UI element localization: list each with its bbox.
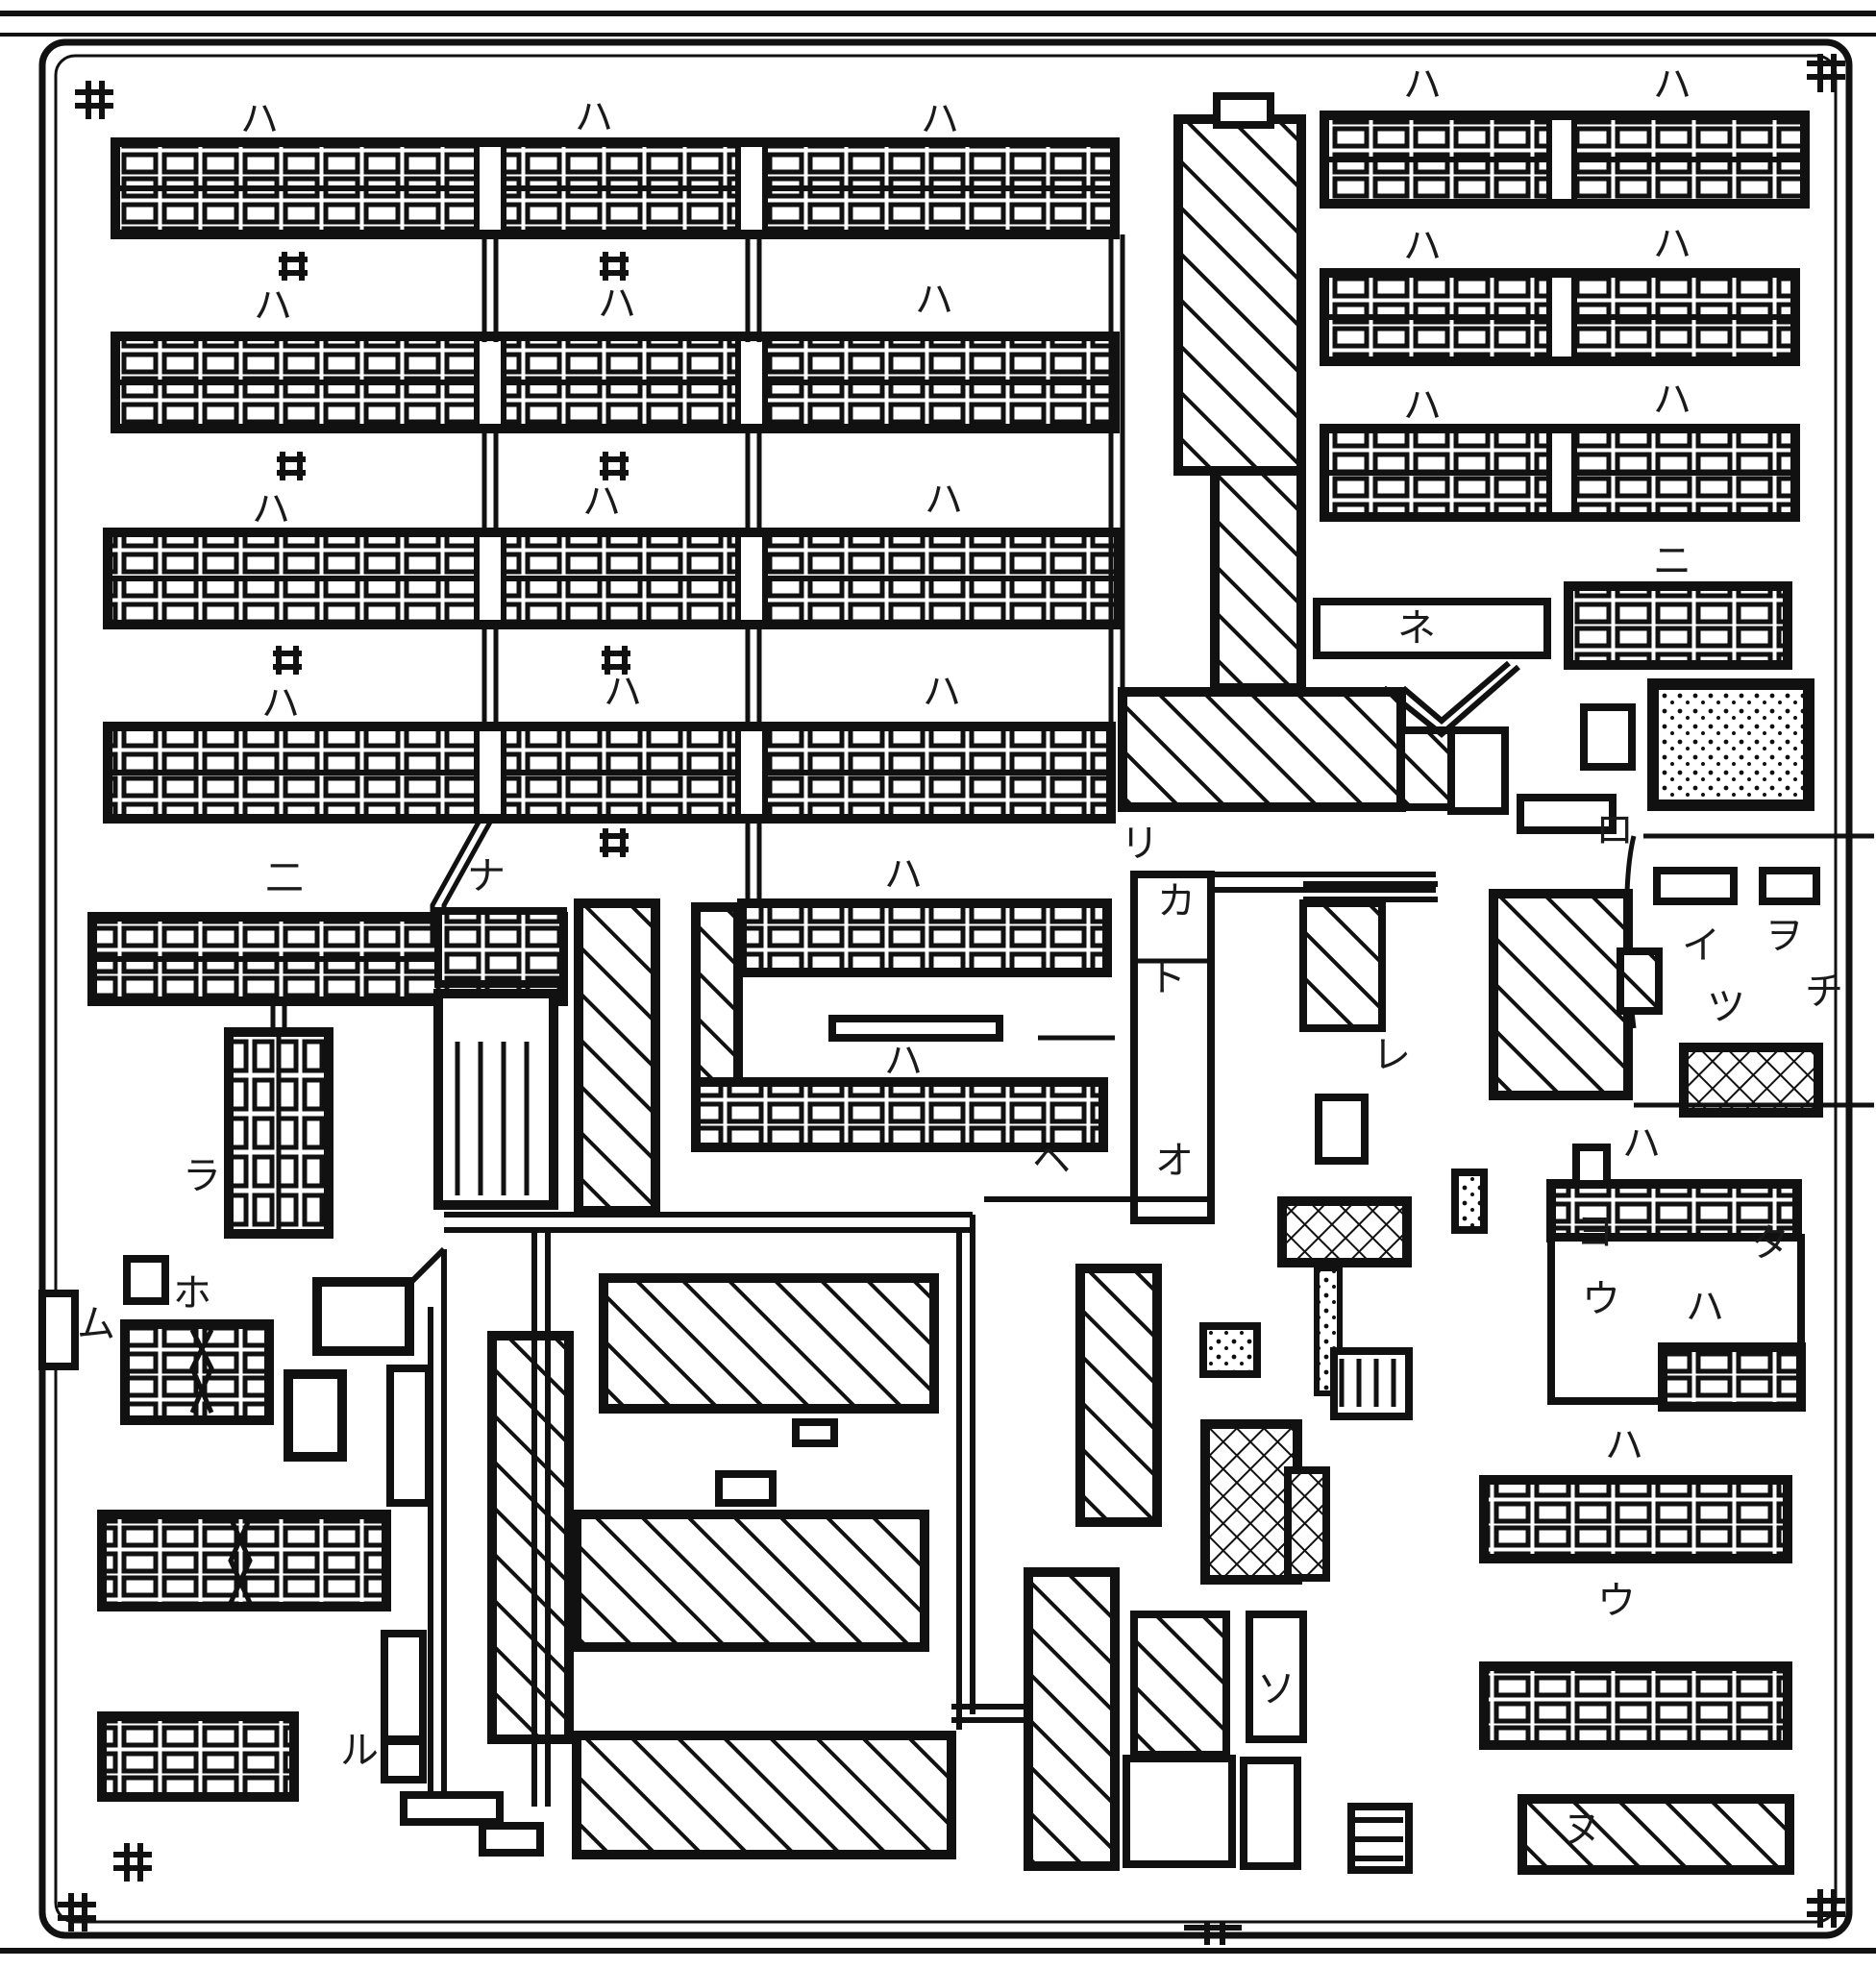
label-ha: ハ — [575, 95, 613, 139]
building-ne — [1313, 598, 1551, 815]
barracks-right-1 — [1320, 111, 1810, 209]
label-ha: ハ — [1605, 1423, 1643, 1467]
label-ha: ハ — [254, 283, 292, 328]
building-ru — [312, 1246, 544, 1857]
barracks-right-2 — [1320, 268, 1800, 366]
building-yo-ta — [1546, 1144, 1806, 1412]
label-ho: ホ — [173, 1271, 211, 1316]
dotted-block-ro — [1517, 678, 1814, 834]
label-so: ソ — [1257, 1667, 1296, 1711]
label-nu: ヌ — [1563, 1808, 1601, 1852]
building-re — [1299, 881, 1663, 1165]
label-ha: ハ — [582, 480, 621, 524]
dotted-block-mid — [1277, 1168, 1488, 1420]
plan-labels: ハ ハ ハ ハ ハ ハ ハ ハ ハ ハ ハ ハ ハ ハ 二 ナ ラ ホ ム ル … — [77, 62, 1843, 1852]
label-ha: ハ — [252, 487, 290, 531]
label-chi: チ — [1805, 970, 1843, 1014]
label-ha: ハ — [923, 670, 961, 714]
label-na: ナ — [467, 854, 506, 898]
label-ri: リ — [1121, 822, 1159, 866]
building-left-lower-2 — [97, 1711, 299, 1802]
building-left-lower-1 — [97, 1510, 391, 1611]
label-ha: ハ — [884, 852, 923, 897]
label-ni-kanji: 二 — [265, 856, 304, 900]
label-ha: ハ — [1622, 1121, 1661, 1166]
outer-frame — [0, 11, 1876, 1954]
label-ha: ハ — [915, 278, 953, 322]
hatched-wing-left — [433, 898, 660, 1216]
barracks-right-lower-1 — [1479, 1475, 1792, 1563]
corridors — [270, 234, 1125, 1030]
label-ha: ハ — [1653, 378, 1691, 422]
label-ha: ハ — [240, 97, 279, 141]
label-ha: ハ — [1403, 62, 1442, 107]
label-re: レ — [1372, 1033, 1411, 1077]
label-ro: ロ — [1595, 808, 1634, 852]
label-ha: ハ — [925, 478, 963, 522]
label-wo: ヲ — [1765, 914, 1803, 958]
corridor-frame-center — [444, 1212, 1028, 1807]
label-ha: ハ — [598, 282, 636, 326]
label-ha: ハ — [1403, 383, 1442, 428]
gate-mark-icon — [273, 252, 1242, 1945]
label-ha: ハ — [884, 1039, 923, 1083]
label-ha: ハ — [1653, 62, 1691, 107]
barracks-right-ni — [1564, 581, 1792, 670]
label-u: ウ — [1597, 1579, 1636, 1623]
label-ra: ラ — [183, 1154, 221, 1198]
barracks-right-3 — [1320, 424, 1800, 522]
building-ho — [120, 1255, 347, 1462]
label-ta: タ — [1751, 1221, 1790, 1266]
center-u-building — [691, 902, 1108, 1152]
label-ka: カ — [1157, 879, 1196, 923]
label-yo: ヨ — [1576, 1210, 1615, 1254]
dotted-block-right — [1624, 833, 1874, 1118]
barracks-right-lower-2 — [1479, 1661, 1792, 1750]
label-i: イ — [1682, 923, 1720, 968]
label-ru: ル — [340, 1729, 379, 1773]
corner-mark-icon — [58, 54, 1845, 1931]
hatched-block-nu — [1347, 1794, 1794, 1875]
label-ne: ネ — [1397, 606, 1436, 651]
label-ni: ニ — [1653, 539, 1691, 583]
hatched-block-c2 — [1024, 1264, 1330, 1871]
barracks-row-4 — [103, 722, 1116, 824]
barracks-row-2 — [111, 332, 1120, 433]
label-o: オ — [1155, 1139, 1194, 1183]
barracks-vertical-ra — [224, 1027, 333, 1239]
barracks-row-1 — [111, 137, 1120, 239]
building-mu — [38, 1290, 79, 1370]
label-mu: ム — [77, 1302, 115, 1346]
label-to: ト — [1148, 956, 1186, 1000]
label-ha: ハ — [1403, 224, 1442, 268]
hatched-block-c1 — [487, 1273, 956, 1859]
label-ha: ハ — [604, 670, 642, 714]
label-ha: ハ — [1686, 1285, 1724, 1329]
label-ha: ハ — [1653, 222, 1691, 266]
label-ha: ハ — [261, 681, 300, 726]
column-ka-to-o — [984, 871, 1436, 1224]
label-he: ヘ — [1032, 1139, 1071, 1183]
label-tsu: ツ — [1707, 985, 1745, 1029]
barracks-row-3 — [103, 528, 1123, 629]
label-u: ウ — [1582, 1277, 1620, 1321]
label-ha: ハ — [921, 97, 959, 141]
